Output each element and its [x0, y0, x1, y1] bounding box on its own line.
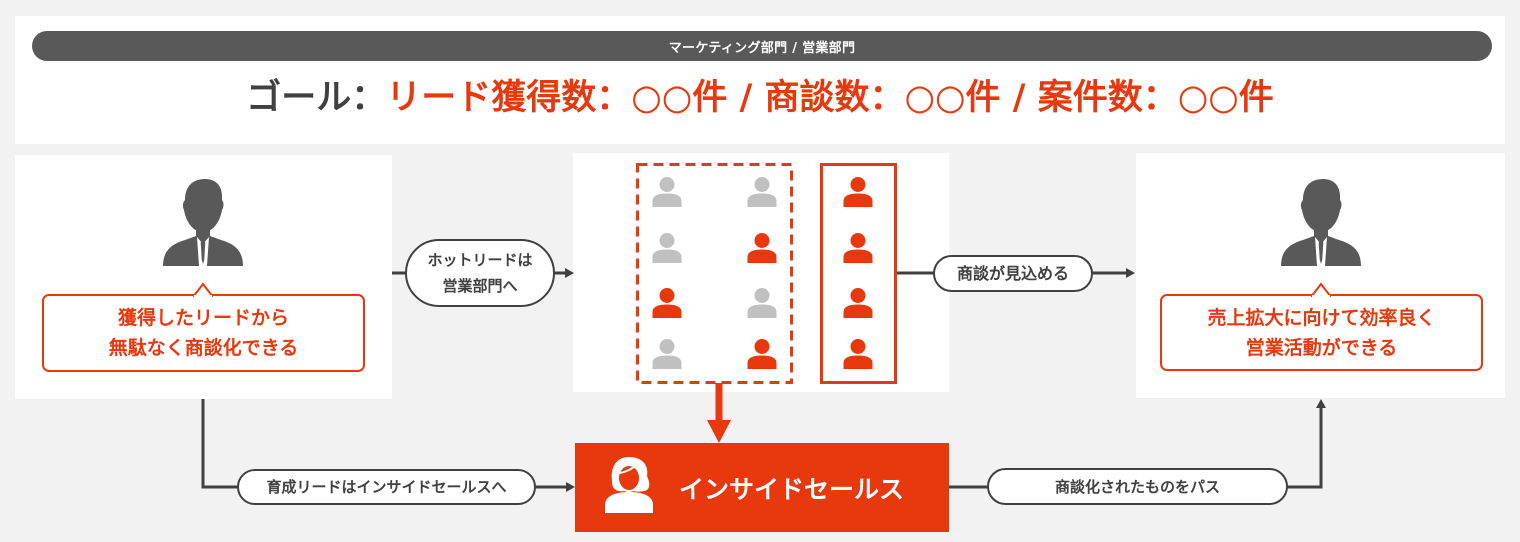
goal-title: ゴール：リード獲得数：○○件 / 商談数：○○件 / 案件数：○○件 [0, 74, 1520, 122]
woman-operator-icon [605, 457, 653, 513]
callout-line: 無駄なく商談化できる [108, 337, 299, 359]
callout-tail [193, 282, 213, 297]
connector-pass-pill-to-sales [1287, 407, 1323, 489]
prospect-label: 商談が見込める [933, 255, 1093, 292]
connector-marketing-to-nurture-pill [201, 399, 238, 489]
businessman-icon [1281, 179, 1361, 266]
inside-sales-box[interactable]: インサイドセールス [575, 443, 949, 532]
callout-line: 営業活動ができる [1245, 337, 1398, 359]
nurture-lead-label: 育成リードはインサイドセールスへ [237, 469, 536, 505]
pill-text: 商談が見込める [956, 263, 1069, 283]
callout-line: 売上拡大に向けて効率良く [1207, 307, 1436, 329]
hot-lead-to-sales-label: ホットリードは 営業部門へ [405, 239, 555, 307]
arrowhead-icon [1126, 268, 1135, 278]
pill-line: 営業部門へ [442, 277, 518, 295]
pill-text: 育成リードはインサイドセールスへ [266, 478, 507, 496]
inside-sales-label: インサイドセールス [679, 474, 905, 504]
pill-text: 商談化されたものをパス [1054, 477, 1220, 496]
department-bar: マーケティング部門 / 営業部門 [32, 31, 1492, 61]
callout-line: 獲得したリードから [117, 307, 289, 329]
lead-pool-panel [573, 153, 949, 392]
handoff-arrowhead-icon [707, 420, 731, 443]
marketing-benefit-callout: 獲得したリードから 無駄なく商談化できる [42, 282, 365, 372]
pass-qualified-label: 商談化されたものをパス [987, 468, 1288, 505]
arrowhead-icon [1316, 399, 1326, 408]
department-label: マーケティング部門 / 営業部門 [668, 40, 856, 56]
callout-tail [1311, 282, 1331, 297]
businessman-icon [163, 179, 243, 266]
pill-line: ホットリードは [427, 251, 533, 269]
goal-targets: リード獲得数：○○件 / 商談数：○○件 / 案件数：○○件 [386, 78, 1274, 118]
arrowhead-icon [566, 482, 575, 492]
goal-label: ゴール： [246, 78, 387, 118]
sales-benefit-callout: 売上拡大に向けて効率良く 営業活動ができる [1160, 282, 1483, 371]
